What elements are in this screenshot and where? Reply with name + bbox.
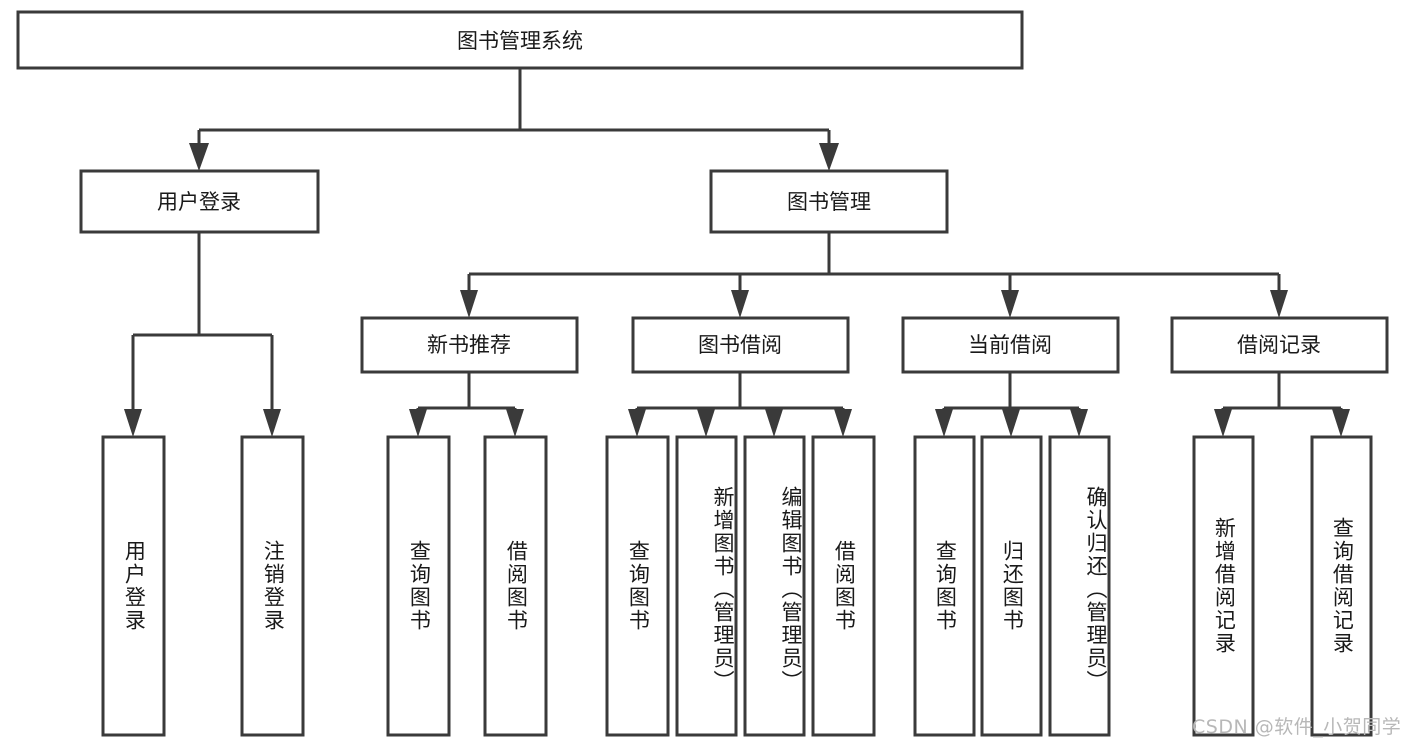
node-group-new-book-recommend: 新书推荐 <box>360 316 579 374</box>
node-leaf-query-borrow-record[interactable] <box>1310 435 1373 737</box>
node-group-root: 图书管理系统 <box>16 10 1024 70</box>
arrow-head-icon <box>765 409 783 437</box>
node-leaf-query-book-borrow[interactable] <box>605 435 670 737</box>
arrow-head-icon <box>189 143 209 171</box>
arrow-head-icon <box>935 409 953 437</box>
node-user-login[interactable] <box>79 169 320 234</box>
node-group-current-borrow: 当前借阅 <box>901 316 1120 374</box>
arrow-head-icon <box>506 409 524 437</box>
edge-group-new-book-recommend <box>409 372 524 437</box>
arrow-head-icon <box>1002 409 1020 437</box>
node-group-leaves <box>101 435 1373 737</box>
node-current-borrow[interactable] <box>901 316 1120 374</box>
node-leaf-logout[interactable] <box>240 435 305 737</box>
arrow-head-icon <box>409 409 427 437</box>
node-borrow-record[interactable] <box>1170 316 1389 374</box>
arrow-head-icon <box>460 290 478 318</box>
arrow-head-icon <box>1270 290 1288 318</box>
node-leaf-borrow-book-new[interactable] <box>483 435 548 737</box>
edge-group-borrow-record <box>1214 372 1350 437</box>
arrow-head-icon <box>628 409 646 437</box>
node-book-borrow[interactable] <box>631 316 850 374</box>
node-new-book-recommend-label: 新书推荐 <box>427 333 511 357</box>
node-leaf-edit-book-admin[interactable] <box>743 435 806 737</box>
node-book-management-label: 图书管理 <box>787 190 871 214</box>
csdn-watermark: CSDN @软件_小贺同学 <box>1192 716 1402 738</box>
node-book-borrow-label: 图书借阅 <box>698 333 782 357</box>
node-user-login-label: 用户登录 <box>157 190 241 214</box>
arrow-head-icon <box>263 409 281 437</box>
node-leaf-return-book[interactable] <box>980 435 1043 737</box>
node-group-book-borrow: 图书借阅 <box>631 316 850 374</box>
node-root[interactable] <box>16 10 1024 70</box>
node-group-borrow-record: 借阅记录 <box>1170 316 1389 374</box>
arrow-head-icon <box>1214 409 1232 437</box>
node-borrow-record-label: 借阅记录 <box>1237 333 1321 357</box>
node-leaf-add-borrow-record[interactable] <box>1192 435 1255 737</box>
node-leaf-borrow-book[interactable] <box>811 435 876 737</box>
node-leaf-query-book-current[interactable] <box>913 435 976 737</box>
edge-group-book-management <box>460 232 1288 318</box>
arrow-head-icon <box>1001 290 1019 318</box>
node-leaf-confirm-return-admin[interactable] <box>1048 435 1111 737</box>
arrow-head-icon <box>697 409 715 437</box>
node-group-user-login: 用户登录 <box>79 169 320 234</box>
arrow-head-icon <box>819 143 839 171</box>
edge-group-book-borrow <box>628 372 852 437</box>
node-root-label: 图书管理系统 <box>457 29 583 53</box>
arrow-head-icon <box>124 409 142 437</box>
node-leaf-add-book-admin[interactable] <box>675 435 738 737</box>
arrow-head-icon <box>834 409 852 437</box>
arrow-head-icon <box>1332 409 1350 437</box>
node-current-borrow-label: 当前借阅 <box>968 333 1052 357</box>
node-leaf-user-login[interactable] <box>101 435 166 737</box>
edge-group-user-login <box>124 232 281 437</box>
node-leaf-query-book-new[interactable] <box>386 435 451 737</box>
arrow-head-icon <box>1070 409 1088 437</box>
node-book-management[interactable] <box>709 169 949 234</box>
node-group-book-management: 图书管理 <box>709 169 949 234</box>
edge-group-root <box>189 68 839 171</box>
arrow-head-icon <box>731 290 749 318</box>
edge-group-current-borrow <box>935 372 1088 437</box>
node-new-book-recommend[interactable] <box>360 316 579 374</box>
